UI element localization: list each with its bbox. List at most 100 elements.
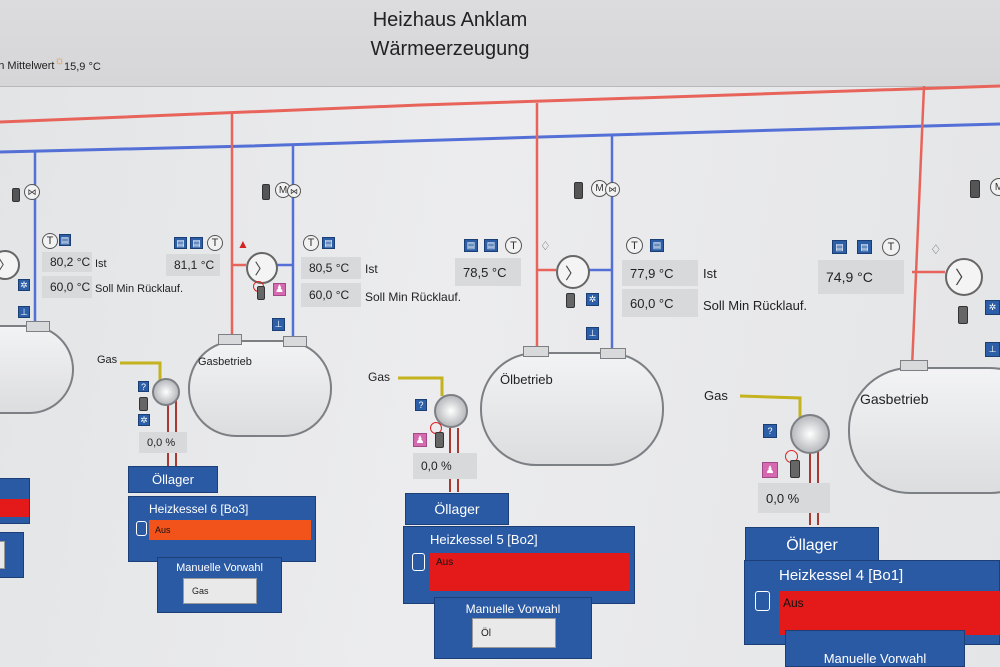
page-subtitle: Wärmeerzeugung <box>370 38 530 60</box>
bo3-hand-icon[interactable]: ⊥ <box>272 318 285 331</box>
u0-temp-sensor-icon[interactable]: T <box>42 233 58 249</box>
bo1-tank: Gasbetrieb <box>848 367 1000 494</box>
bo2-vorwahl-panel[interactable]: Manuelle Vorwahl Öl <box>434 597 592 659</box>
bo2-ist-label: Ist <box>703 266 717 281</box>
bo1-settings-icon[interactable]: ✲ <box>985 300 1000 315</box>
bo3-vorwahl-field[interactable]: Gas <box>183 578 257 604</box>
bo3-alarm-reset-icon[interactable]: ♟ <box>273 283 286 296</box>
bo3-kessel-panel[interactable]: Heizkessel 6 [Bo3] Aus <box>128 496 316 562</box>
bo2-alarm-bell-icon[interactable]: ♢ <box>540 239 551 253</box>
bo2-kessel-panel[interactable]: Heizkessel 5 [Bo2] Aus <box>403 526 635 604</box>
bo3-status-bar: Aus <box>149 520 311 540</box>
bo2-valve-icon[interactable]: ⋈ <box>605 182 620 197</box>
bo2-vorlauf-value: 78,5 °C <box>455 258 521 286</box>
bo3-vorlauf-value: 81,1 °C <box>166 254 220 276</box>
u0-pump-icon[interactable]: 〉 <box>0 250 20 280</box>
bo3-tank-nozzle-1 <box>218 334 242 345</box>
bo2-vorwahl-field[interactable]: Öl <box>472 618 556 648</box>
u0-soll-value: 60,0 °C <box>42 276 92 298</box>
bo2-burner-value: 0,0 % <box>413 453 477 479</box>
bo3-burner-icon[interactable] <box>152 378 180 406</box>
u0-trend-icon[interactable]: ▤ <box>59 234 71 246</box>
bo3-gas-label: Gas <box>97 354 118 366</box>
bo3-oellager-button[interactable]: Öllager <box>128 466 218 493</box>
bo3-vorwahl-title: Manuelle Vorwahl <box>176 562 263 574</box>
bo3-vorlauf-temp-sensor-icon[interactable]: T <box>207 235 223 251</box>
bo3-trend-icon-3[interactable]: ▤ <box>322 237 335 249</box>
bo2-pump-indicator[interactable] <box>566 293 575 308</box>
bo3-pump-icon[interactable]: 〉 <box>246 252 278 284</box>
bo3-trend-icon-2[interactable]: ▤ <box>190 237 203 249</box>
bo2-alarm-reset-icon[interactable]: ♟ <box>413 433 427 447</box>
bo2-trend-icon-2[interactable]: ▤ <box>484 239 498 252</box>
bo1-pump-icon[interactable]: 〉 <box>945 258 983 296</box>
bo2-pump-icon[interactable]: 〉 <box>556 255 590 289</box>
bo1-gas-pipe <box>739 394 802 418</box>
bo3-motor-indicator[interactable] <box>262 184 270 200</box>
bo2-oellager-button[interactable]: Öllager <box>405 493 509 525</box>
bo1-motor-indicator[interactable] <box>970 180 980 198</box>
bo1-alarm-reset-icon[interactable]: ♟ <box>762 462 778 478</box>
page-title: Heizhaus Anklam <box>372 9 528 31</box>
u0-motor-indicator[interactable] <box>12 188 20 202</box>
bo3-alarm-bell-icon[interactable]: ▲ <box>237 237 249 251</box>
bo1-kessel-icon <box>755 591 770 611</box>
u0-settings-icon[interactable]: ✲ <box>18 279 30 291</box>
bo2-hand-icon[interactable]: ⊥ <box>586 327 599 340</box>
bo3-ist-value: 80,5 °C <box>301 257 361 279</box>
bo2-burner-indicator[interactable] <box>435 432 444 448</box>
bo2-trend-icon-3[interactable]: ▤ <box>650 239 664 252</box>
bo3-kessel-title: Heizkessel 6 [Bo3] <box>149 502 249 516</box>
bo2-motor-indicator[interactable] <box>574 182 583 199</box>
u0-vorwahl-field[interactable] <box>0 541 5 569</box>
bo3-burner-info-icon[interactable]: ? <box>138 381 149 392</box>
u0-kessel-panel[interactable] <box>0 478 30 524</box>
bo3-tank-label: Gasbetrieb <box>198 356 252 368</box>
bo3-gas-pipe <box>120 361 162 382</box>
bo1-burner-value: 0,0 % <box>758 483 830 513</box>
bo2-gas-label: Gas <box>368 370 391 384</box>
bo2-status-bar: Aus <box>430 553 630 591</box>
bo3-burner-indicator[interactable] <box>139 397 148 411</box>
bo1-hand-icon[interactable]: ⊥ <box>985 342 1000 357</box>
bo1-vorlauf-temp-sensor-icon[interactable]: T <box>882 238 900 256</box>
bo3-trend-icon-1[interactable]: ▤ <box>174 237 187 249</box>
bo1-vorwahl-panel[interactable]: Manuelle Vorwahl <box>785 630 965 667</box>
u0-hand-icon[interactable]: ⊥ <box>18 306 30 318</box>
bo1-gas-label: Gas <box>704 388 728 403</box>
bo1-kessel-title: Heizkessel 4 [Bo1] <box>779 567 904 584</box>
bo3-burner-settings-icon[interactable]: ✲ <box>138 414 150 426</box>
bo3-kessel-icon <box>136 521 147 536</box>
bo3-soll-value: 60,0 °C <box>301 283 361 307</box>
bo2-kessel-title: Heizkessel 5 [Bo2] <box>430 532 538 547</box>
u0-valve-icon[interactable]: ⋈ <box>24 184 40 200</box>
bo3-temp-sensor-icon[interactable]: T <box>303 235 319 251</box>
u0-vorwahl-panel[interactable] <box>0 532 24 578</box>
u0-ist-value: 80,2 °C <box>42 252 92 272</box>
bo1-burner-info-icon[interactable]: ? <box>763 424 777 438</box>
mittelwert-value: 15,9 °C <box>64 61 101 73</box>
bo2-tank: Ölbetrieb <box>480 352 664 466</box>
bo1-trend-icon-2[interactable]: ▤ <box>857 240 872 254</box>
bo2-temp-sensor-icon[interactable]: T <box>626 237 643 254</box>
bo2-trend-icon-1[interactable]: ▤ <box>464 239 478 252</box>
bo1-trend-icon-1[interactable]: ▤ <box>832 240 847 254</box>
bo3-tank: Gasbetrieb <box>188 340 332 437</box>
bo3-vorwahl-panel[interactable]: Manuelle Vorwahl Gas <box>157 557 282 613</box>
u0-tank-nozzle <box>26 321 50 332</box>
sun-icon: ☼ <box>54 53 65 67</box>
bo2-settings-icon[interactable]: ✲ <box>586 293 599 306</box>
bo2-vorlauf-temp-sensor-icon[interactable]: T <box>505 237 522 254</box>
bo1-burner-indicator[interactable] <box>790 460 800 478</box>
bo1-pump-indicator[interactable] <box>958 306 968 324</box>
bo1-burner-icon[interactable] <box>790 414 830 454</box>
bo3-valve-icon[interactable]: ⋈ <box>287 184 301 198</box>
bo1-vorlauf-value: 74,9 °C <box>818 260 904 294</box>
bo1-oellager-button[interactable]: Öllager <box>745 527 879 565</box>
bo3-pump-indicator[interactable] <box>257 286 265 300</box>
bo3-soll-label: Soll Min Rücklauf. <box>365 290 462 304</box>
bo1-alarm-bell-icon[interactable]: ♢ <box>930 242 942 257</box>
bo2-burner-info-icon[interactable]: ? <box>415 399 427 411</box>
u0-status-bar <box>0 499 29 517</box>
